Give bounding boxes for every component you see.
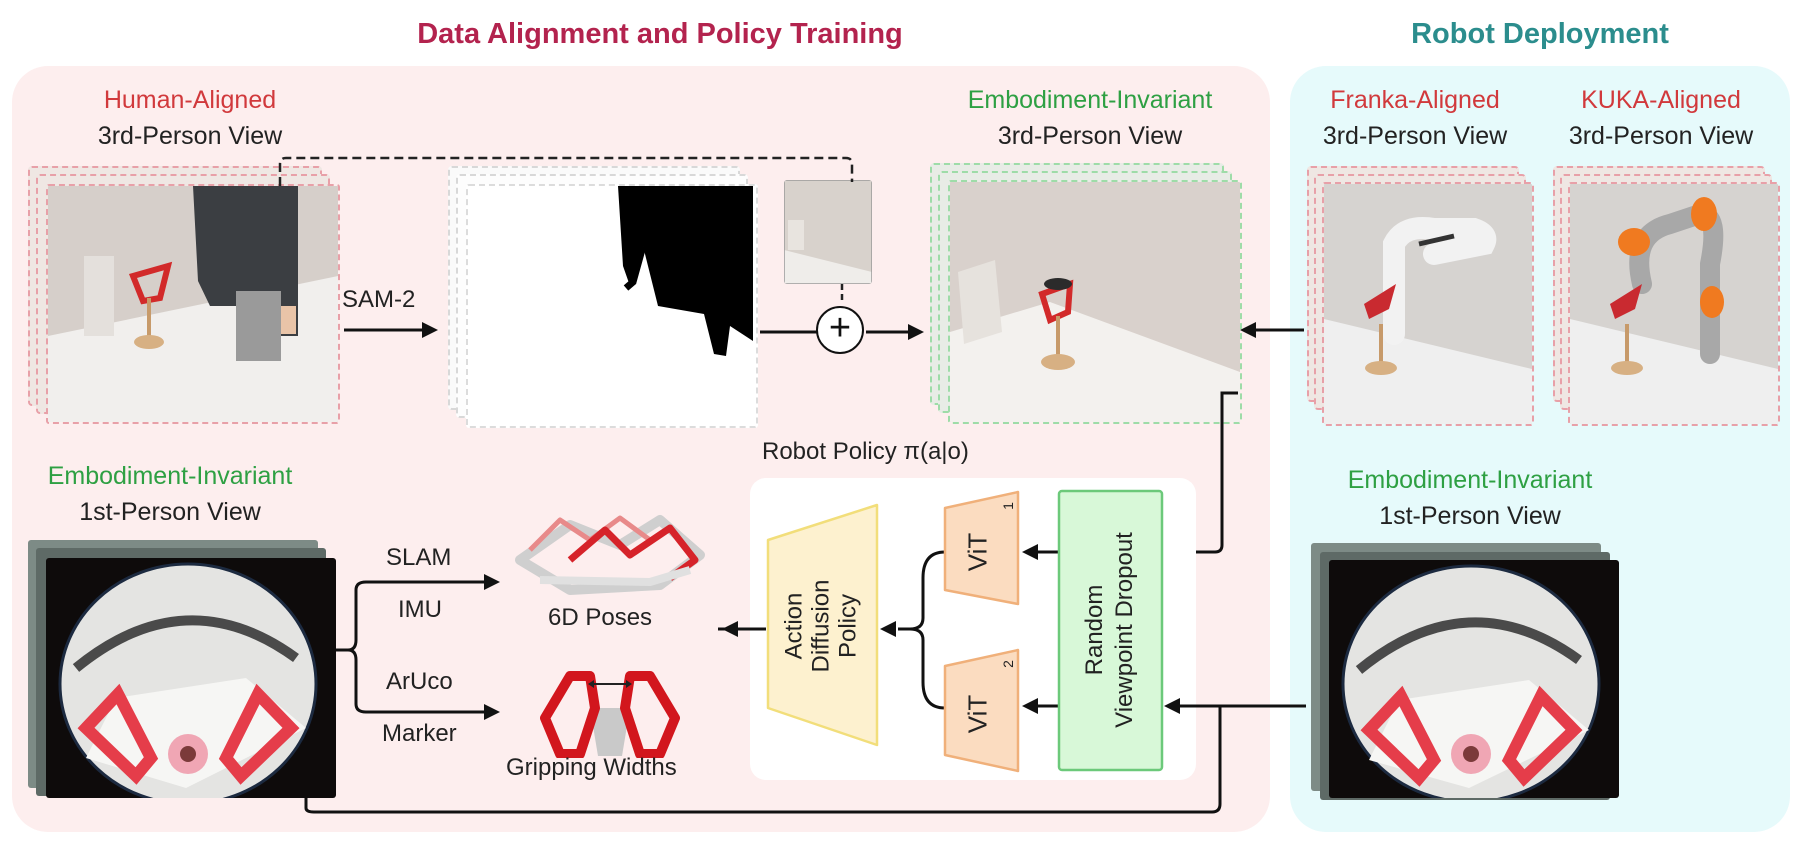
slam-label: SLAM bbox=[386, 544, 452, 571]
kuka-robot-photo bbox=[1568, 182, 1780, 426]
aruco-label: ArUco bbox=[386, 668, 453, 695]
gripper-6d-poses-icon bbox=[515, 515, 705, 595]
adp-line-2: Diffusion bbox=[807, 579, 835, 673]
policy-diagram bbox=[718, 489, 1218, 773]
6d-poses-label: 6D Poses bbox=[548, 604, 653, 631]
inpaint-dashed-connector bbox=[278, 156, 854, 186]
marker-label: Marker bbox=[382, 720, 457, 747]
policy-output-arrowhead bbox=[722, 621, 738, 637]
combine-connector bbox=[760, 284, 924, 340]
human-aligned-label: Human-Aligned bbox=[103, 86, 277, 114]
kuka-aligned-label: KUKA-Aligned bbox=[1581, 86, 1741, 114]
kuka-3rd-person-view-label: 3rd-Person View bbox=[1568, 122, 1754, 150]
vit-2-block bbox=[943, 648, 1020, 773]
training-section-title: Data Alignment and Policy Training bbox=[417, 18, 903, 50]
gripping-widths-label: Gripping Widths bbox=[506, 754, 677, 781]
sam2-arrow bbox=[344, 322, 438, 338]
adp-line-1: Action bbox=[780, 592, 808, 660]
invariant-1st-train-qualifier-label: Embodiment-Invariant bbox=[47, 462, 293, 490]
invariant-3rd-qualifier-label: Embodiment-Invariant bbox=[967, 86, 1213, 114]
invariant-3rd-person-photo bbox=[948, 180, 1242, 424]
deployment-section-title: Robot Deployment bbox=[1411, 18, 1669, 50]
robot-policy-title: Robot Policy π(a|o) bbox=[762, 438, 969, 465]
invariant-1st-to-dropout-connector bbox=[304, 706, 1222, 814]
fisheye-photo-deploy bbox=[1329, 560, 1619, 798]
invariant-1st-deploy-view-label: 1st-Person View bbox=[1379, 502, 1561, 530]
gripping-widths-icon bbox=[540, 671, 680, 758]
franka-aligned-label: Franka-Aligned bbox=[1330, 86, 1500, 114]
dropout-line-1: Random bbox=[1081, 584, 1108, 676]
imu-label: IMU bbox=[398, 596, 442, 623]
adp-line-3: Policy bbox=[834, 593, 862, 659]
human-3rd-person-view-label: 3rd-Person View bbox=[97, 122, 283, 150]
sensor-branch-connector bbox=[336, 574, 500, 720]
human-demo-photo bbox=[46, 184, 340, 424]
dropout-line-2: Viewpoint Dropout bbox=[1111, 532, 1138, 728]
sam2-label: SAM-2 bbox=[342, 286, 416, 313]
franka-3rd-person-view-label: 3rd-Person View bbox=[1322, 122, 1508, 150]
invariant-3rd-person-view-label: 3rd-Person View bbox=[997, 122, 1183, 150]
vit-1-block bbox=[943, 490, 1020, 606]
inpainted-background-thumbnail bbox=[784, 180, 872, 284]
fisheye-photo-train bbox=[46, 558, 336, 798]
combine-plus-node: + bbox=[816, 306, 864, 354]
invariant-1st-train-view-label: 1st-Person View bbox=[79, 498, 261, 526]
deploy-1st-to-dropout-connector bbox=[1218, 704, 1306, 708]
action-diffusion-policy-block bbox=[766, 503, 879, 747]
franka-robot-photo bbox=[1322, 182, 1534, 426]
human-mask-image bbox=[466, 184, 758, 428]
invariant-1st-deploy-qualifier-label: Embodiment-Invariant bbox=[1347, 466, 1593, 494]
random-viewpoint-dropout-block bbox=[1057, 489, 1164, 772]
deploy-3rd-to-invariant-arrow bbox=[1240, 322, 1304, 338]
